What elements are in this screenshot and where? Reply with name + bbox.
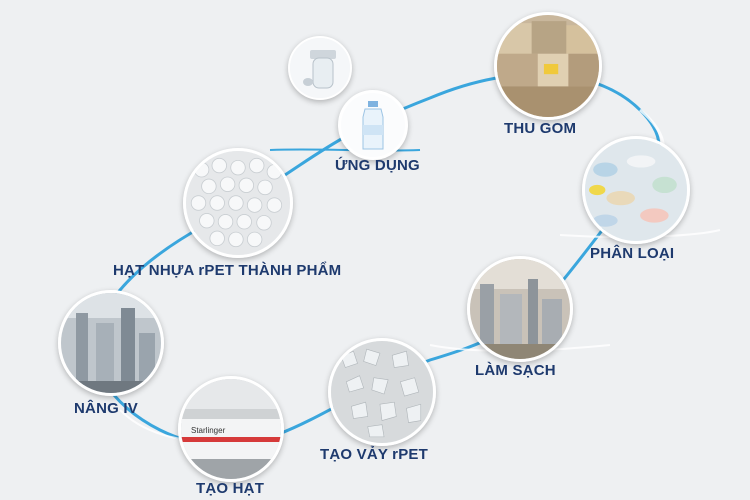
- step-label-tao-hat: TẠO HẠT: [196, 480, 265, 497]
- step-label-hat-nhua: HẠT NHỰA rPET THÀNH PHẨM: [113, 262, 342, 279]
- step-thu-gom-photo: [494, 12, 602, 120]
- starlinger-brand-text: Starlinger: [191, 426, 226, 435]
- step-label-ung-dung: ỨNG DỤNG: [335, 157, 420, 174]
- step-tao-hat-photo: Starlinger: [178, 376, 284, 482]
- step-label-lam-sach: LÀM SẠCH: [475, 362, 556, 379]
- application-bottle-photo: [338, 90, 408, 160]
- step-label-phan-loai: PHÂN LOẠI: [590, 245, 675, 262]
- step-lam-sach-photo: [467, 256, 573, 362]
- preform-photo: [288, 36, 352, 100]
- step-hat-nhua-photo: [183, 148, 293, 258]
- step-nang-iv-photo: [58, 290, 164, 396]
- step-tao-vay-photo: [328, 338, 436, 446]
- step-label-tao-vay: TẠO VẢY rPET: [320, 446, 428, 463]
- step-label-thu-gom: THU GOM: [504, 120, 577, 137]
- step-phan-loai-photo: [582, 136, 690, 244]
- step-label-nang-iv: NÂNG IV: [74, 400, 138, 417]
